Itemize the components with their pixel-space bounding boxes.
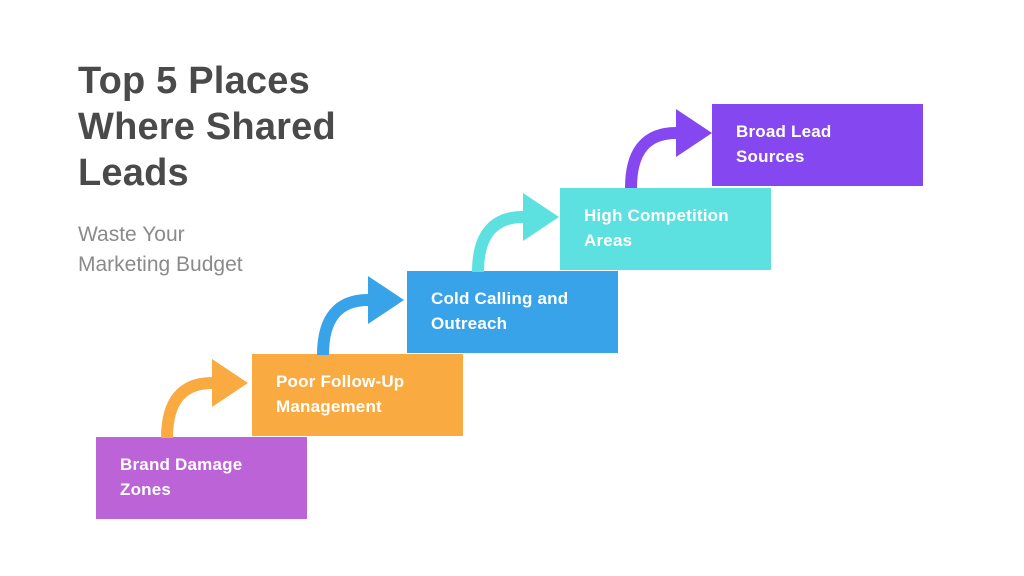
curved-arrow-icon (625, 109, 712, 188)
step-box-broad-lead-sources: Broad Lead Sources (712, 104, 923, 186)
arrow-tail (472, 211, 529, 272)
curved-arrow-icon (317, 276, 404, 355)
step-box-cold-calling-and-outreach: Cold Calling and Outreach (407, 271, 618, 353)
step-label: Cold Calling and Outreach (431, 289, 569, 333)
title-block: Top 5 Places Where Shared Leads Waste Yo… (78, 58, 408, 280)
step-box-poor-follow-up-management: Poor Follow-Up Management (252, 354, 463, 436)
page-subtitle: Waste Your Marketing Budget (78, 223, 243, 276)
arrow-head (212, 359, 248, 407)
arrow-head (676, 109, 712, 157)
arrow-tail (625, 127, 682, 188)
arrow-tail (161, 377, 218, 438)
step-label: High Competition Areas (584, 206, 729, 250)
step-box-brand-damage-zones: Brand Damage Zones (96, 437, 307, 519)
step-label: Broad Lead Sources (736, 122, 832, 166)
arrow-head (368, 276, 404, 324)
step-label: Poor Follow-Up Management (276, 372, 405, 416)
step-label: Brand Damage Zones (120, 455, 243, 499)
curved-arrow-icon (472, 193, 559, 272)
step-box-high-competition-areas: High Competition Areas (560, 188, 771, 270)
page-title: Top 5 Places Where Shared Leads (78, 60, 336, 194)
arrow-tail (317, 294, 374, 355)
arrow-head (523, 193, 559, 241)
curved-arrow-icon (161, 359, 248, 438)
